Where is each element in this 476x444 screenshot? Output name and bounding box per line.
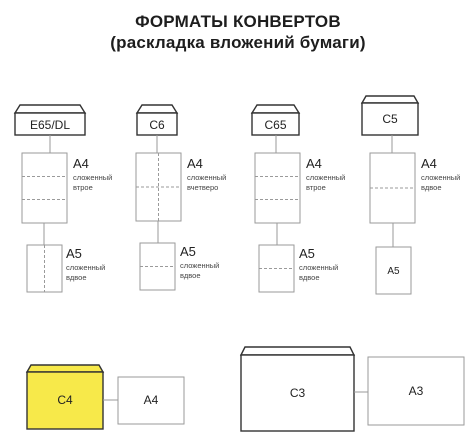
- sheet-size-label: A4: [421, 156, 437, 171]
- fold-label: вдвое: [421, 183, 442, 192]
- diagram-subtitle: (раскладка вложений бумаги): [110, 33, 366, 52]
- fold-label: сложенный: [180, 261, 219, 270]
- fold-label: сложенный: [187, 173, 226, 182]
- envelope-c5: C5: [360, 95, 420, 136]
- sheet-size-label: A5: [66, 246, 82, 261]
- column-e65-dl: E65/DL A4 сложенный втрое A5 сложенный в…: [13, 104, 112, 293]
- fold-label: сложенный: [73, 173, 112, 182]
- sheet-size-label: A3: [409, 384, 424, 398]
- sheet-size-label: A5: [180, 244, 196, 259]
- sheet-a4: A4: [117, 376, 185, 425]
- envelope-c3: C3: [239, 346, 356, 432]
- sheet-a4-folded: A4 сложенный втрое: [254, 152, 345, 224]
- envelope-label: C65: [264, 118, 286, 132]
- envelope-label: E65/DL: [30, 118, 70, 132]
- sheet-a4-folded: A4 сложенный втрое: [21, 152, 112, 224]
- fold-label: вдвое: [299, 273, 320, 282]
- sheet-a5-folded: A5 сложенный вдвое: [26, 244, 105, 293]
- envelope-label: C4: [57, 393, 73, 407]
- sheet-a3: A3: [367, 356, 465, 426]
- group-c3: C3 A3: [239, 346, 465, 432]
- fold-label: сложенный: [66, 263, 105, 272]
- column-c5: C5 A4 сложенный вдвое A5: [360, 95, 460, 295]
- envelope-label: C3: [290, 386, 306, 400]
- sheet-size-label: A5: [299, 246, 315, 261]
- sheet-size-label: A4: [73, 156, 89, 171]
- sheet-a4-folded: A4 сложенный вдвое: [369, 152, 460, 224]
- sheet-a4-folded: A4 сложенный вчетверо: [135, 152, 226, 222]
- fold-label: вдвое: [180, 271, 201, 280]
- fold-label: вчетверо: [187, 183, 218, 192]
- envelope-label: C5: [382, 112, 398, 126]
- diagram-title: ФОРМАТЫ КОНВЕРТОВ: [135, 12, 341, 31]
- fold-label: сложенный: [299, 263, 338, 272]
- sheet-size-label: A4: [144, 393, 159, 407]
- sheet-size-label: A4: [187, 156, 203, 171]
- envelope-c65: C65: [250, 104, 301, 136]
- sheet-a5-folded: A5 сложенный вдвое: [258, 244, 338, 293]
- fold-label: втрое: [73, 183, 93, 192]
- group-c4: C4 A4: [25, 364, 185, 430]
- fold-label: сложенный: [421, 173, 460, 182]
- sheet-a5-folded: A5 сложенный вдвое: [139, 242, 219, 291]
- envelope-e65-dl: E65/DL: [13, 104, 87, 136]
- sheet-size-label: A5: [387, 266, 400, 277]
- column-c6: C6 A4 сложенный вчетверо A5 сложенный вд…: [135, 104, 226, 291]
- sheet-a5: A5: [375, 246, 412, 295]
- envelope-c6: C6: [135, 104, 179, 136]
- sheet-size-label: A4: [306, 156, 322, 171]
- fold-label: втрое: [306, 183, 326, 192]
- fold-label: вдвое: [66, 273, 87, 282]
- fold-label: сложенный: [306, 173, 345, 182]
- envelope-label: C6: [149, 118, 165, 132]
- envelope-c4: C4: [25, 364, 105, 430]
- column-c65: C65 A4 сложенный втрое A5 сложенный вдво…: [250, 104, 345, 293]
